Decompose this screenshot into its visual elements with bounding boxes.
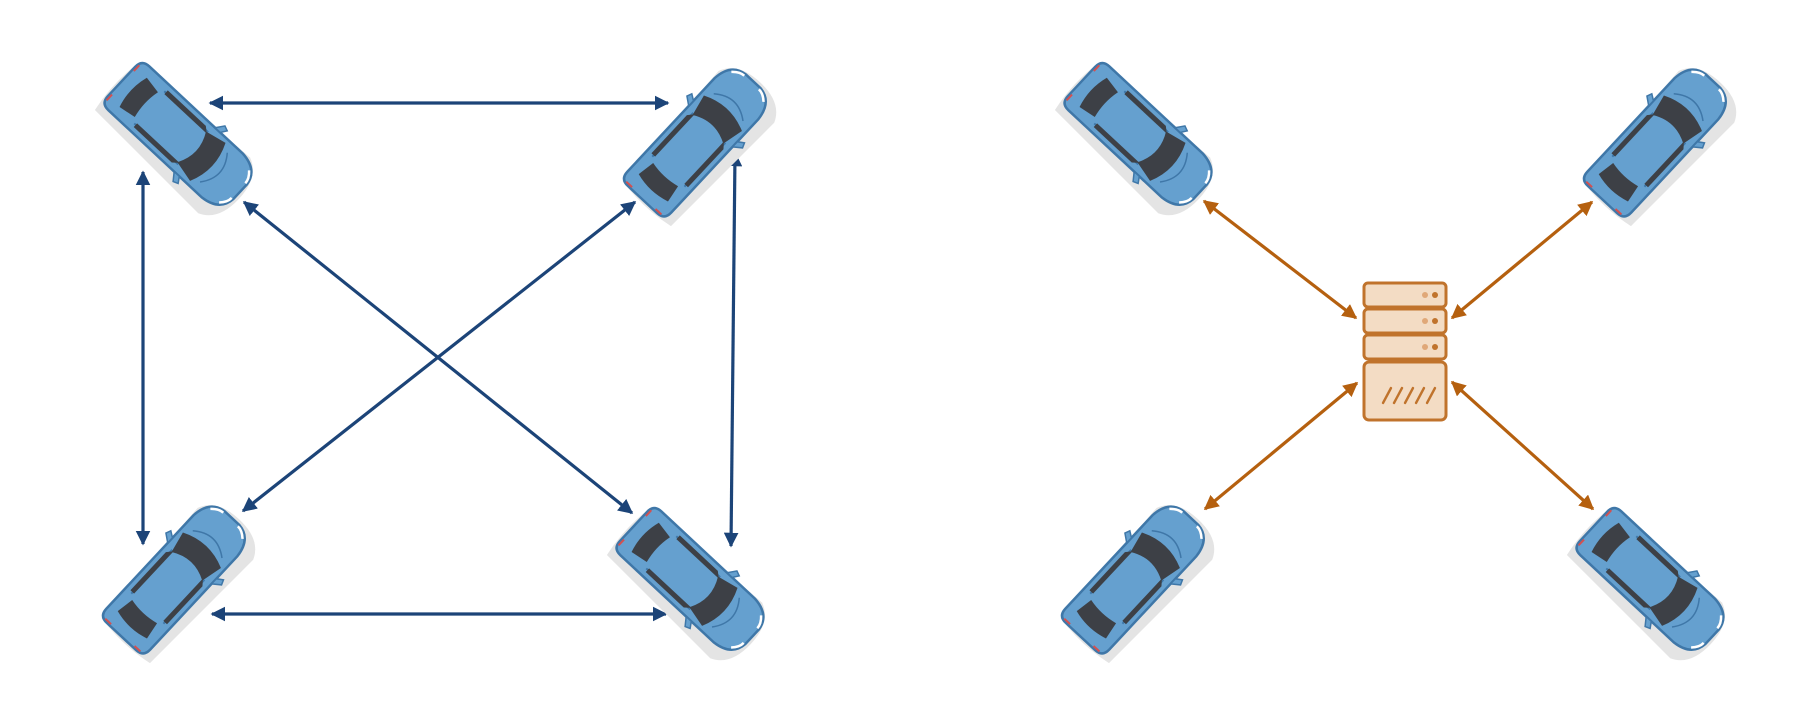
car-icon: [1048, 50, 1231, 229]
server-icon: [1362, 281, 1448, 422]
v2i-link-top-right: [1450, 200, 1594, 320]
v2v-diagram: [88, 50, 790, 674]
v2i-link-bottom-left: [1203, 381, 1359, 511]
car-icon: [90, 487, 269, 670]
v2i-link-top-left: [1202, 199, 1358, 320]
v2v-link-right: [723, 151, 743, 548]
car-icon: [1560, 495, 1743, 674]
v2v-link-diagonal-up: [241, 200, 637, 513]
car-icon: [1571, 50, 1750, 233]
v2i-diagram: [1048, 50, 1750, 674]
car-icon: [611, 50, 790, 233]
car-icon: [600, 495, 783, 674]
car-icon: [1049, 487, 1228, 670]
v2i-link-bottom-right: [1450, 380, 1595, 511]
car-icon: [88, 50, 271, 229]
